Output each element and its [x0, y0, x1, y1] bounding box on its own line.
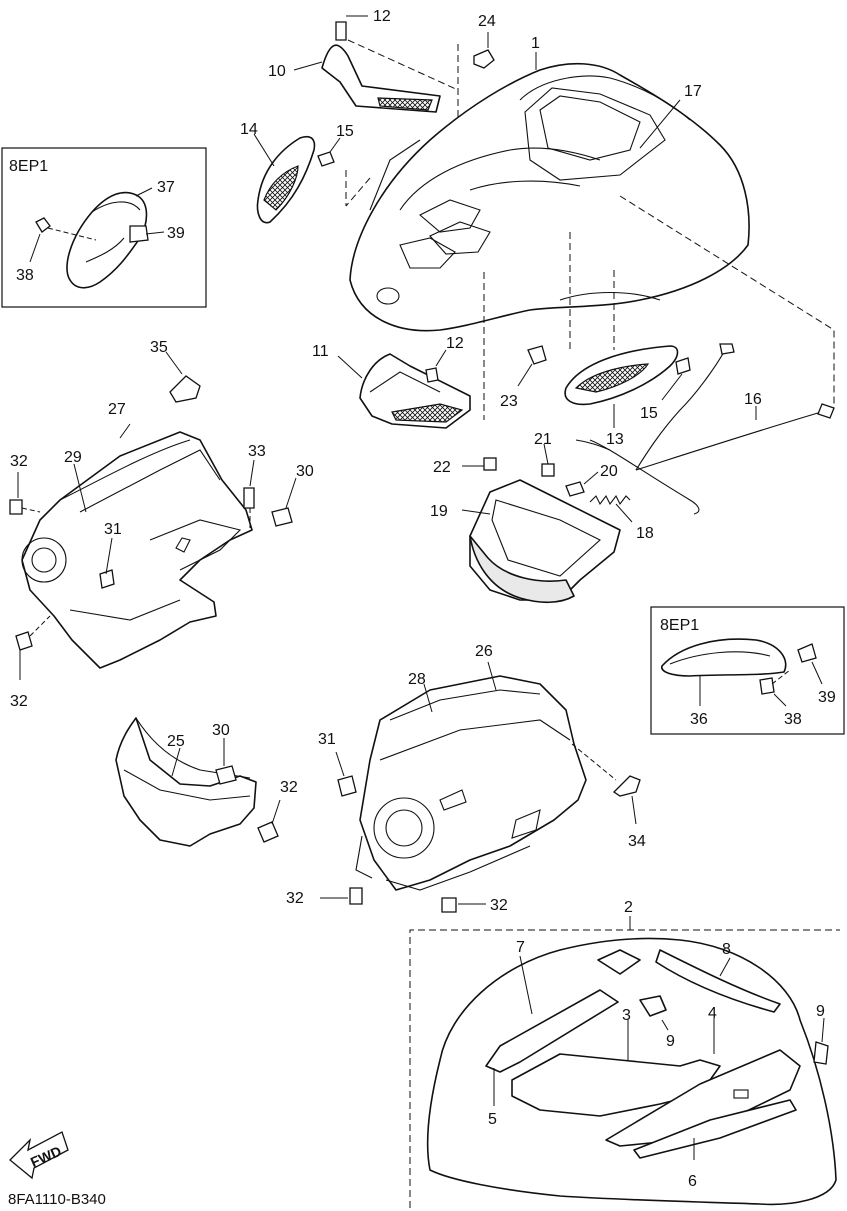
callout-2: 2	[624, 899, 633, 916]
callout-17: 17	[684, 83, 702, 100]
callout-3: 3	[622, 1007, 631, 1024]
part-34-clip: 34	[571, 743, 646, 850]
part-39-grommet-right	[797, 643, 817, 663]
callout-31-left: 31	[104, 521, 122, 538]
part-14-side-vent: 14	[240, 121, 316, 224]
fwd-arrow-icon: FWD	[9, 1131, 69, 1180]
callout-12-top: 12	[373, 8, 391, 25]
part-12-screw-mid: 12	[425, 335, 464, 383]
part-27-left-side-cover: 27 29 31	[21, 401, 253, 669]
part-11-lower-vent: 11	[312, 343, 471, 429]
callout-13: 13	[606, 431, 624, 448]
callout-8: 8	[722, 941, 731, 958]
callout-38-right: 38	[784, 711, 802, 728]
callout-6: 6	[688, 1173, 697, 1190]
part-38-screw-right	[759, 677, 775, 695]
inset-label: 8EP1	[9, 158, 48, 175]
callout-24: 24	[478, 13, 496, 30]
inset-frame-right	[650, 606, 845, 735]
callout-4: 4	[708, 1005, 717, 1022]
callout-20: 20	[600, 463, 618, 480]
callout-32-left-upper: 32	[10, 453, 28, 470]
part-2-inner-cover-assembly: 2 7 8 9 9 3 4 5 6	[409, 899, 840, 1208]
callout-11: 11	[312, 343, 329, 360]
callout-9-inner: 9	[666, 1033, 675, 1050]
part-15-clip-left: 15	[317, 123, 354, 167]
part-10-vent-bracket: 10	[268, 44, 441, 113]
part-33-screw: 33	[243, 443, 266, 528]
inset-label-right: 8EP1	[660, 617, 699, 634]
callout-26: 26	[475, 643, 493, 660]
part-26-right-side-cover: 26 28	[355, 643, 587, 891]
callout-21: 21	[534, 431, 552, 448]
callout-12-mid: 12	[446, 335, 464, 352]
part-18-spring: 18	[589, 494, 654, 542]
callout-15-right: 15	[640, 405, 658, 422]
diagram-code: 8FA1110-B340	[8, 1191, 106, 1208]
part-21-collar: 21	[534, 431, 555, 477]
inset-8ep1-top-left: 8EP1 37 39 38	[1, 147, 207, 308]
callout-25: 25	[167, 733, 185, 750]
callout-10: 10	[268, 63, 286, 80]
callout-16: 16	[744, 391, 762, 408]
callout-32-left-lower: 32	[10, 693, 28, 710]
part-32-bolt-left-lower: 32	[10, 615, 51, 710]
callout-39: 39	[167, 225, 185, 242]
inset-frame	[1, 147, 207, 308]
callout-30-lower: 30	[212, 722, 230, 739]
inset-8ep1-right: 8EP1 36 38 39	[650, 606, 845, 735]
callout-9-outer: 9	[816, 1003, 825, 1020]
callout-32-lower-mid: 32	[280, 779, 298, 796]
part-16-cable: 16	[635, 343, 835, 471]
part-19-tray: 19	[430, 479, 621, 604]
part-1-front-cover	[349, 62, 750, 332]
callout-33: 33	[248, 443, 266, 460]
callout-23: 23	[500, 393, 518, 410]
callout-32-right-a: 32	[286, 890, 304, 907]
part-32-bolt-right-b: 32	[441, 897, 508, 914]
part-23-clip: 23	[500, 345, 547, 410]
callout-36: 36	[690, 711, 708, 728]
part-13-right-vent: 13	[564, 345, 679, 448]
part-37-cover	[66, 191, 148, 289]
part-39-grommet	[129, 225, 149, 243]
callout-14: 14	[240, 121, 258, 138]
callout-32-right-b: 32	[490, 897, 508, 914]
part-30-nut-upper: 30	[271, 463, 314, 527]
callout-31-right: 31	[318, 731, 336, 748]
callout-15-left: 15	[336, 123, 354, 140]
part-36-cover	[661, 638, 787, 677]
part-24-clip: 24	[473, 13, 496, 69]
part-22-nut: 22	[433, 457, 497, 476]
callout-34: 34	[628, 833, 646, 850]
callout-30-upper: 30	[296, 463, 314, 480]
part-20-bolt: 20	[565, 463, 618, 497]
callout-19: 19	[430, 503, 448, 520]
callout-1: 1	[531, 35, 540, 52]
part-32-bolt-lower-mid: 32	[257, 779, 298, 843]
part-15-clip-right: 15	[640, 357, 691, 422]
callout-38: 38	[16, 267, 34, 284]
callout-7: 7	[516, 939, 525, 956]
part-12-screw-top: 12	[335, 8, 391, 41]
callout-5: 5	[488, 1111, 497, 1128]
part-30-nut-lower: 30	[212, 722, 237, 785]
callout-39-right: 39	[818, 689, 836, 706]
callout-18: 18	[636, 525, 654, 542]
callout-22: 22	[433, 459, 451, 476]
callout-37: 37	[157, 179, 175, 196]
callout-35: 35	[150, 339, 168, 356]
part-32-bolt-left-upper: 32	[9, 453, 41, 515]
part-38-screw	[35, 217, 51, 233]
callout-28: 28	[408, 671, 426, 688]
part-31-clip-right: 31	[318, 731, 357, 797]
part-35-bracket: 35	[150, 339, 201, 403]
part-32-bolt-right-a: 32	[286, 887, 363, 907]
callout-27: 27	[108, 401, 126, 418]
callout-29: 29	[64, 449, 82, 466]
part-25-lower-panel: 25	[115, 717, 257, 847]
